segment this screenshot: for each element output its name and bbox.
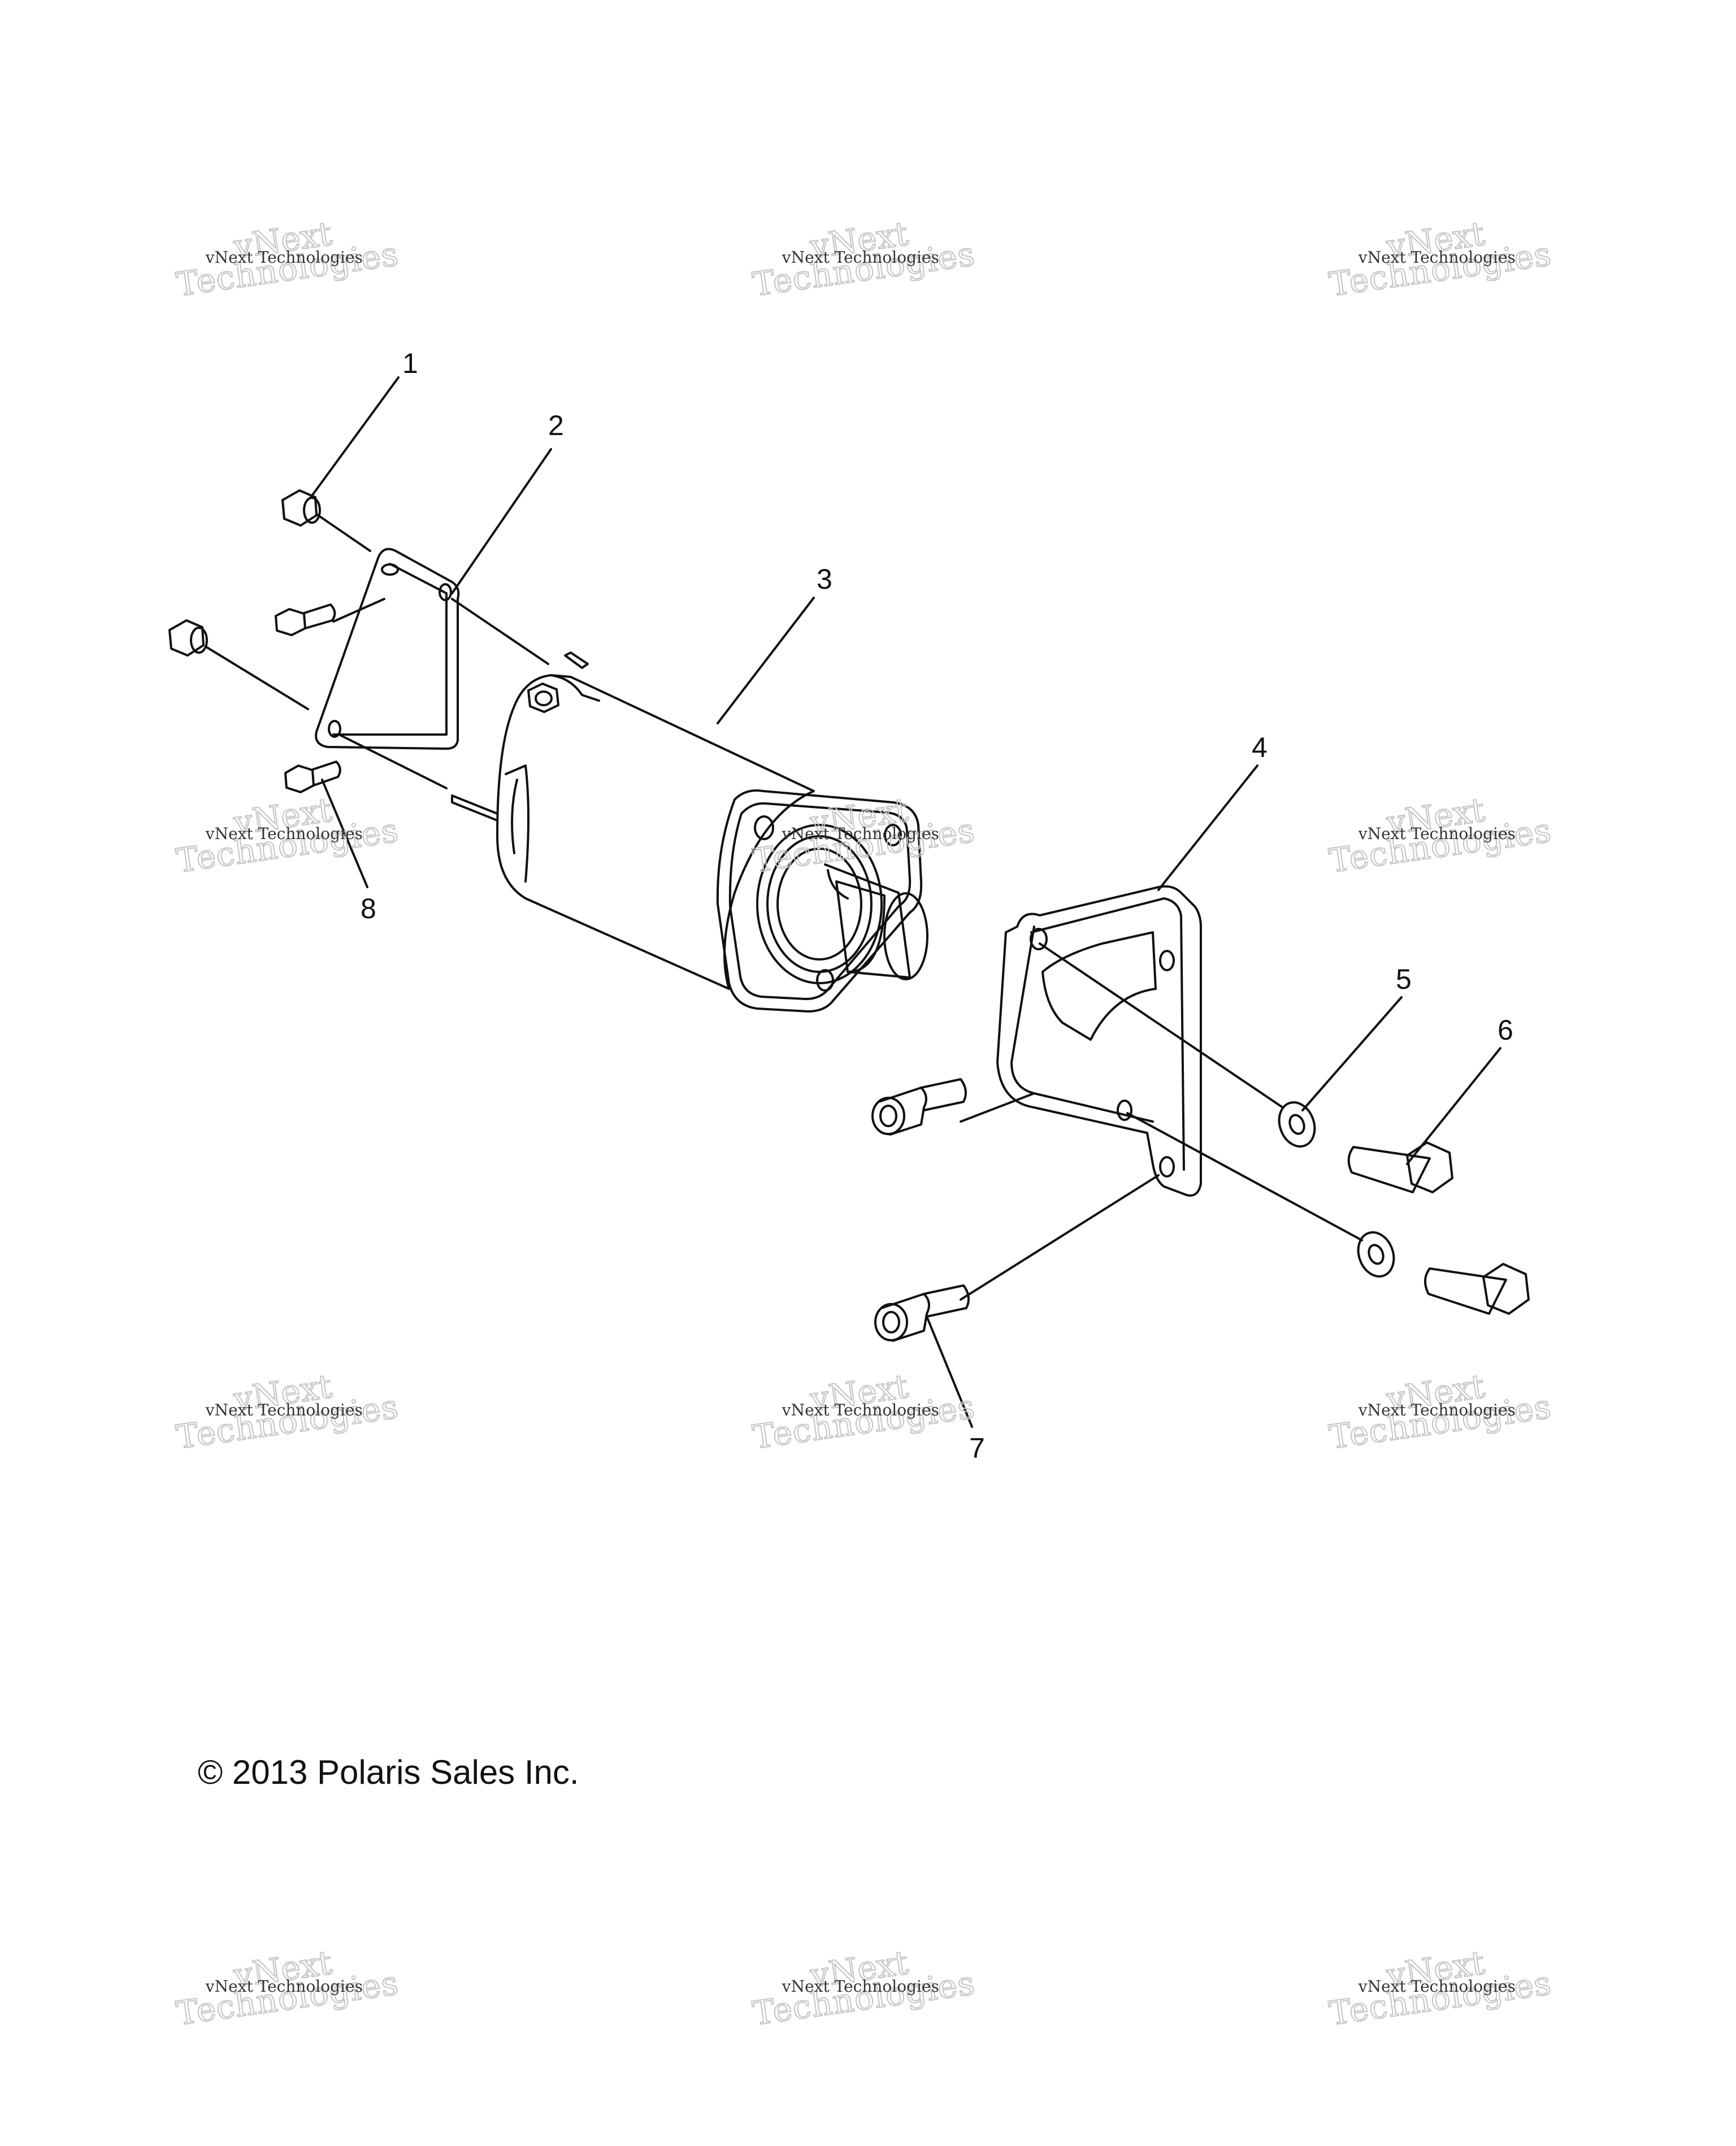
assembly-line-i	[960, 1174, 1160, 1301]
assembly-line-b	[332, 598, 385, 623]
callout-1: 1	[402, 347, 418, 379]
starter-motor-part-3	[451, 651, 928, 1013]
copyright-text: © 2013 Polaris Sales Inc.	[198, 1753, 579, 1791]
watermark-text: vNext Technologies	[205, 824, 363, 843]
callout-3: 3	[817, 563, 832, 595]
watermark-text: vNext Technologies	[782, 247, 939, 267]
assembly-line-c	[205, 646, 309, 710]
leader-5	[1301, 996, 1403, 1111]
bracket-part-4	[996, 885, 1202, 1197]
watermark-text: vNext Technologies	[1358, 824, 1516, 843]
hex-bolt-part-6-a	[1347, 1141, 1453, 1193]
socket-bolt-part-7-a	[871, 1078, 967, 1136]
assembly-line-g	[1039, 942, 1284, 1109]
bracket-part-2	[315, 548, 460, 750]
washer-part-5-a	[1278, 1101, 1316, 1148]
callout-8: 8	[361, 893, 376, 924]
watermark-text: vNext Technologies	[205, 247, 363, 267]
socket-bolt-part-7-b	[874, 1284, 970, 1342]
assembly-line-d	[451, 598, 549, 665]
callout-7: 7	[969, 1432, 985, 1464]
watermark-text: vNext Technologies	[205, 1976, 363, 1996]
callout-5: 5	[1396, 963, 1412, 995]
assembly-line-h	[1126, 1112, 1363, 1241]
leader-3	[717, 597, 815, 724]
callout-6: 6	[1498, 1014, 1513, 1046]
leader-1	[310, 376, 400, 498]
flange-nut-part-1	[281, 489, 321, 527]
bolt-part-8-a	[275, 603, 336, 636]
washer-part-5-b	[1357, 1231, 1395, 1278]
leader-4	[1157, 764, 1258, 891]
leader-8	[321, 779, 368, 888]
flange-nut-part-1-b	[168, 619, 208, 657]
hex-bolt-part-6-b	[1424, 1263, 1530, 1315]
watermark-text: vNext Technologies	[782, 824, 939, 843]
assembly-line-f	[960, 1092, 1035, 1123]
watermark-text: vNext Technologies	[782, 1976, 939, 1996]
leader-7	[926, 1315, 973, 1428]
watermark-text: vNext Technologies	[1358, 1976, 1516, 1996]
watermark-text: vNext Technologies	[1358, 1400, 1516, 1419]
callout-2: 2	[548, 410, 564, 441]
assembly-line-a	[315, 513, 371, 552]
assembly-line-e	[338, 733, 448, 789]
watermark-text: vNext Technologies	[205, 1400, 363, 1419]
watermark-text: vNext Technologies	[1358, 247, 1516, 267]
bolt-part-8-b	[284, 761, 341, 793]
leader-2	[451, 448, 552, 594]
watermark-text: vNext Technologies	[782, 1400, 939, 1419]
callout-4: 4	[1252, 732, 1268, 763]
